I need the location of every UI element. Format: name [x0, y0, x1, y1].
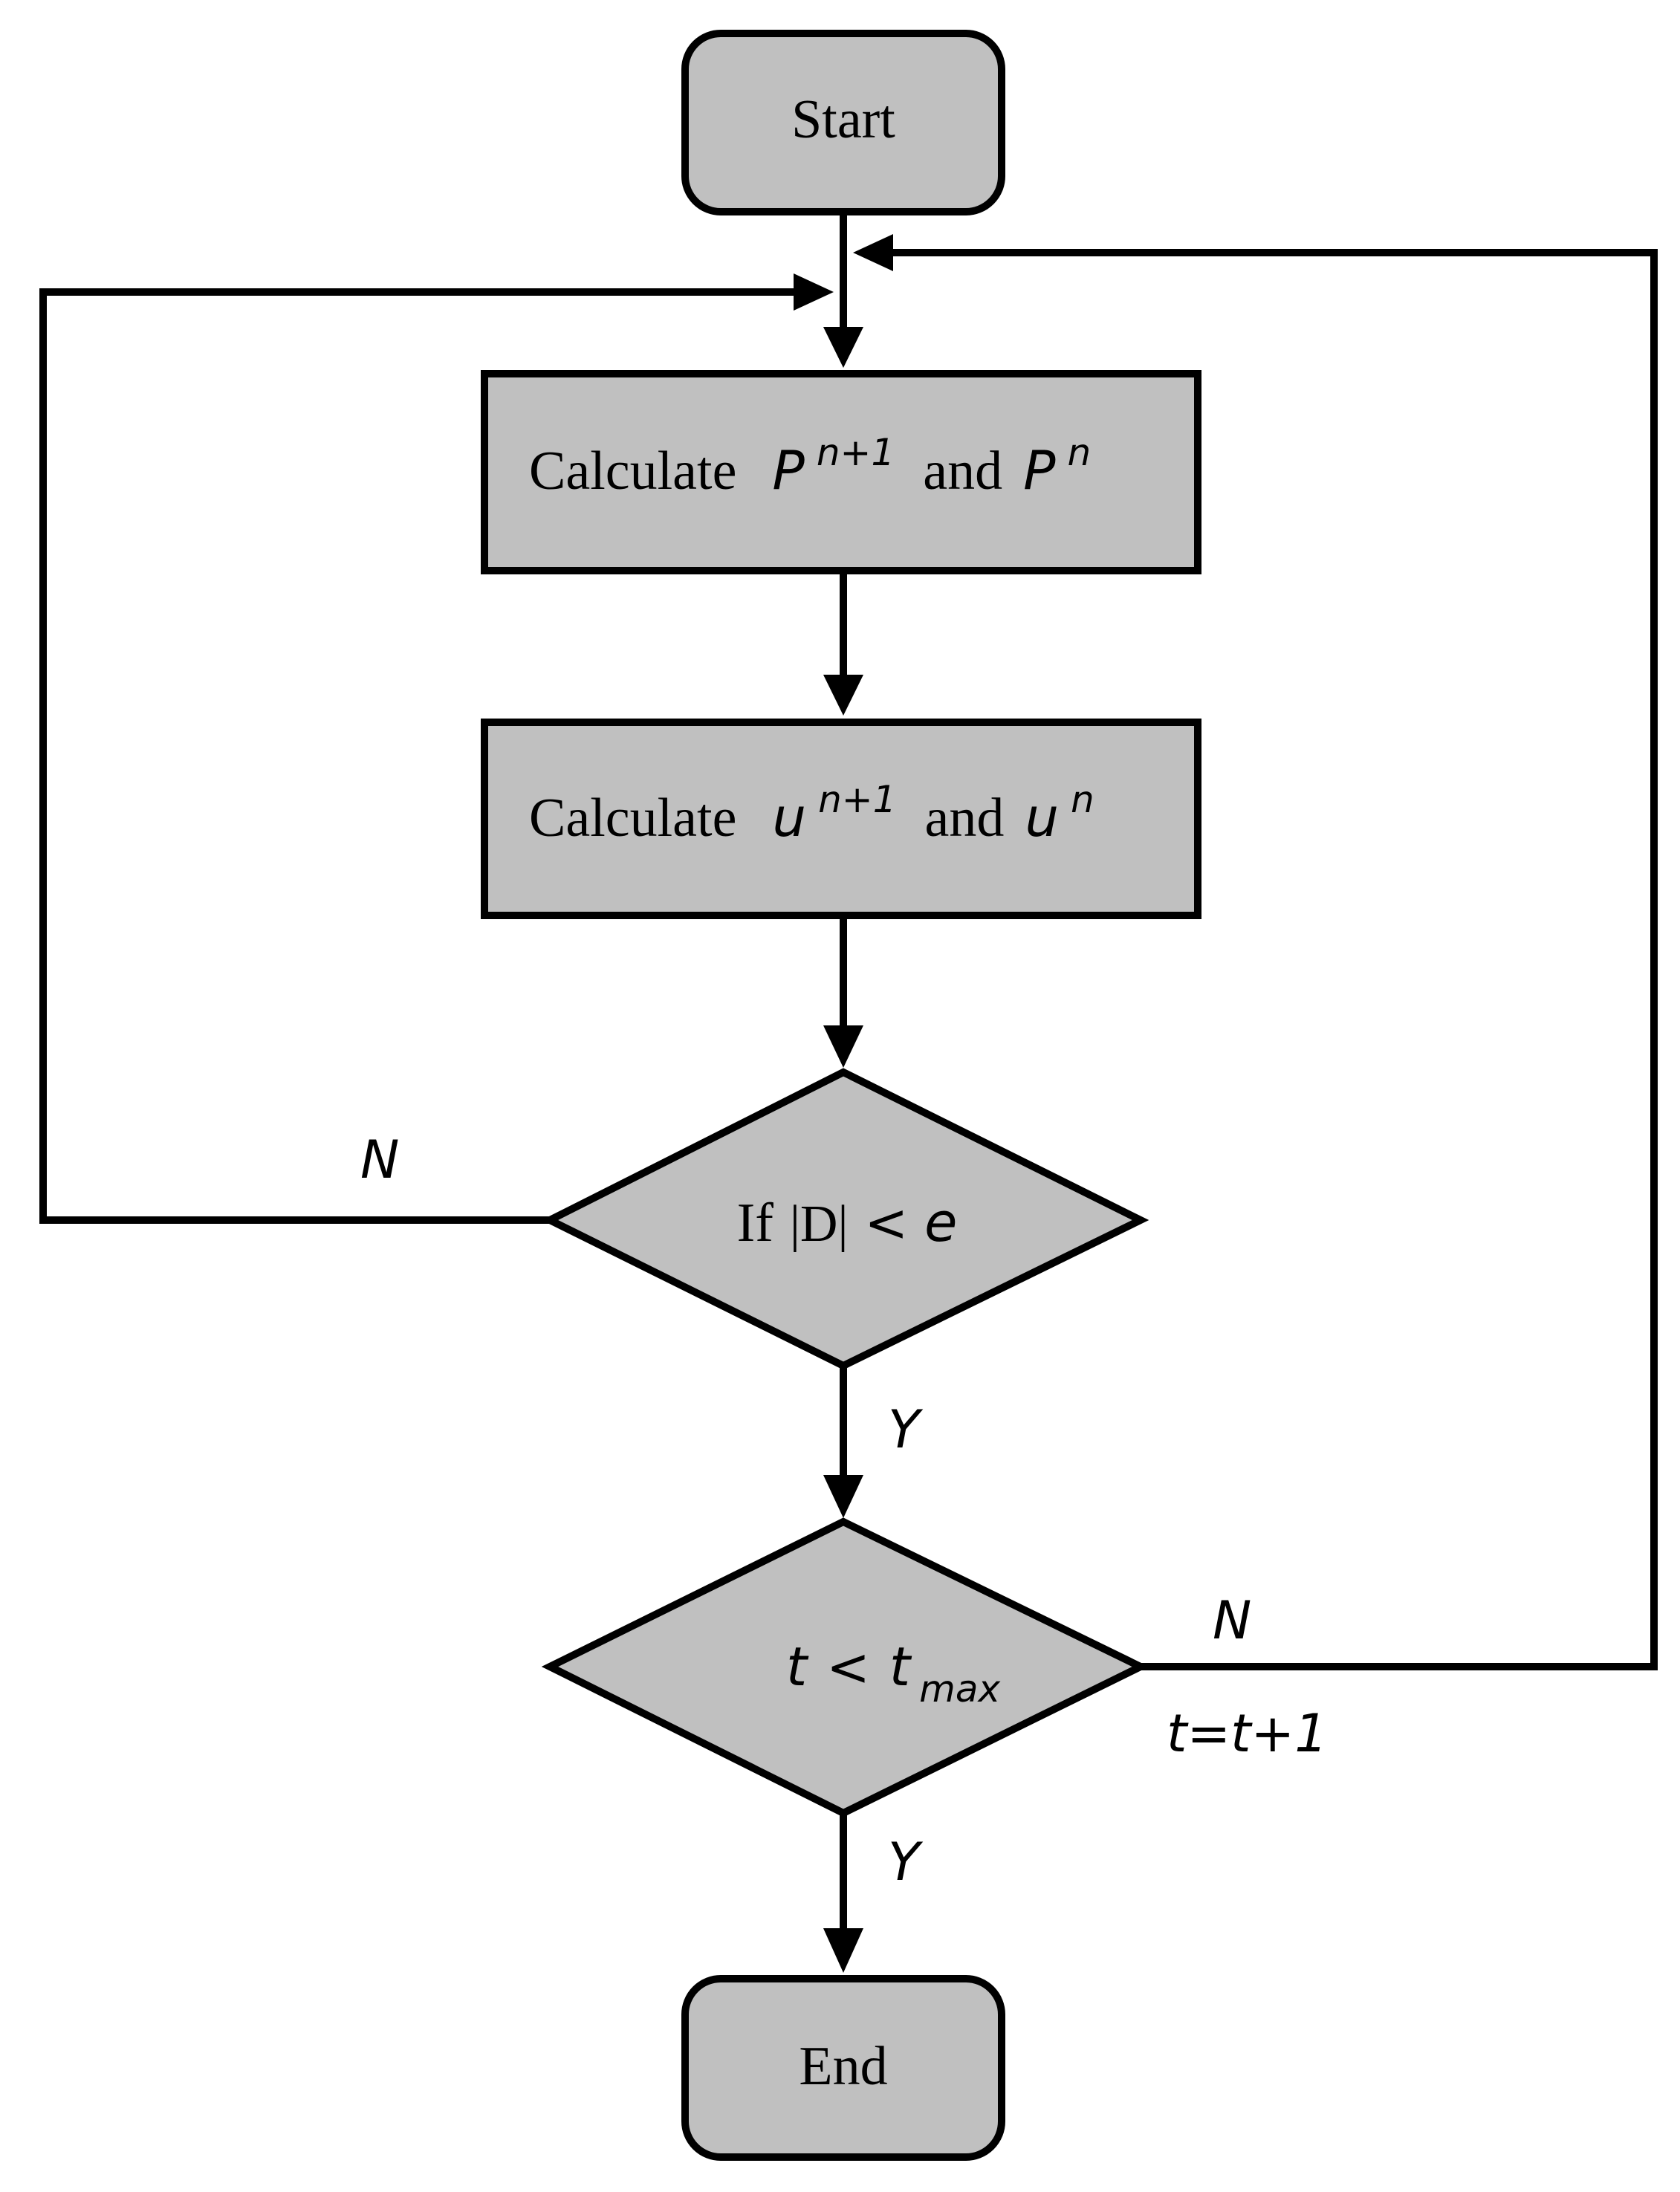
- calc-p-label: Calculate P n+1 and P n: [529, 431, 1091, 502]
- label-t-yes: Y: [888, 1832, 924, 1893]
- loop-d-no: [39, 288, 795, 1224]
- check-t-label: t < t max: [786, 1635, 1000, 1711]
- check-d-decision: [541, 1068, 1149, 1370]
- arrowhead-loop-d-no: [794, 273, 834, 311]
- calc-p-node: [481, 370, 1201, 574]
- check-d-op: <: [864, 1193, 908, 1254]
- label-d-no: N: [360, 1129, 399, 1190]
- check-d-if: If: [737, 1193, 774, 1254]
- check-t-decision: [541, 1517, 1149, 1818]
- start-node: [681, 30, 1005, 215]
- check-d-expr: |D|: [790, 1196, 849, 1253]
- arrowhead-to-check-d: [823, 1025, 863, 1068]
- calc-p-superscript: n+1: [817, 431, 895, 474]
- calc-u-var: u: [772, 786, 806, 849]
- check-d-var: e: [924, 1191, 957, 1254]
- calc-p-var: P: [772, 439, 805, 502]
- label-t-increment: t=t+1: [1167, 1703, 1328, 1764]
- calc-p-and: and: [923, 441, 1002, 502]
- arrowhead-to-calc-u: [823, 675, 863, 716]
- check-t-var: t: [786, 1635, 809, 1698]
- arrowhead-to-calc-p: [823, 327, 863, 368]
- check-t-op: <: [826, 1637, 870, 1698]
- calc-u-var2: u: [1025, 786, 1059, 849]
- calc-u-superscript2: n: [1071, 778, 1094, 821]
- arrowhead-to-end: [823, 1928, 863, 1973]
- end-label: End: [799, 2036, 887, 2097]
- check-t-var2: t: [889, 1635, 912, 1698]
- label-d-yes: Y: [888, 1399, 924, 1460]
- check-d-label: If |D| < e: [737, 1191, 958, 1254]
- calc-p-var2: P: [1023, 439, 1056, 502]
- calc-u-prefix: Calculate: [529, 788, 736, 849]
- start-label: Start: [791, 89, 895, 150]
- label-t-no: N: [1213, 1590, 1251, 1651]
- end-node: [681, 1975, 1005, 2161]
- loop-t-no: [892, 249, 1658, 1670]
- calc-p-superscript2: n: [1068, 431, 1092, 474]
- calc-u-label: Calculate u n+1 and u n: [529, 778, 1094, 849]
- arrowhead-loop-t-no: [853, 234, 893, 271]
- calc-p-prefix: Calculate: [529, 441, 736, 502]
- calc-u-and: and: [924, 788, 1004, 849]
- check-t-subscript: max: [919, 1667, 1000, 1711]
- arrowhead-to-check-t: [823, 1475, 863, 1518]
- calc-u-node: [481, 719, 1201, 919]
- calc-u-superscript: n+1: [818, 778, 896, 821]
